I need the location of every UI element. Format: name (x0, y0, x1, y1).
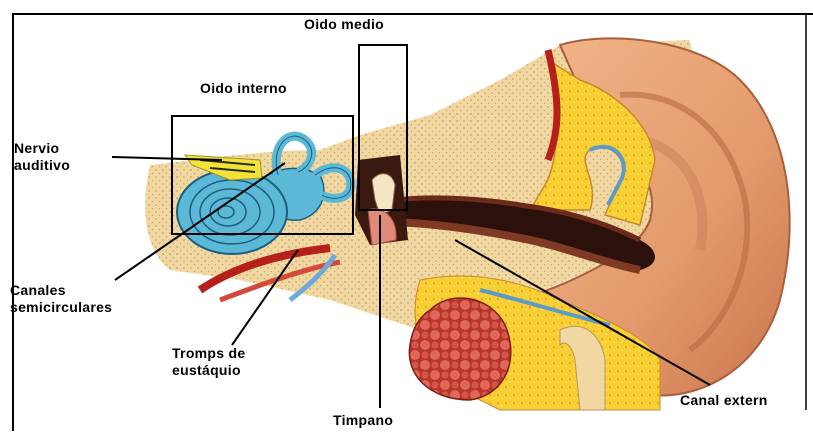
label-canal-externo: Canal extern (680, 392, 768, 409)
label-canales-line-2: semicirculares (10, 299, 112, 316)
label-trompa-line-2: eustáquio (172, 362, 246, 379)
label-nervio-auditivo: Nervio auditivo (14, 140, 70, 174)
label-nervio-line-2: auditivo (14, 157, 70, 174)
label-canales-line-1: Canales (10, 282, 112, 299)
muscle-tissue (409, 298, 510, 400)
label-oido-medio: Oido medio (304, 16, 384, 33)
label-canales-semicirculares: Canales semicirculares (10, 282, 112, 316)
label-timpano: Timpano (333, 412, 393, 429)
label-trompa-eustaquio: Tromps de eustáquio (172, 345, 246, 379)
label-nervio-line-1: Nervio (14, 140, 70, 157)
cochlea (177, 170, 287, 254)
label-trompa-line-1: Tromps de (172, 345, 246, 362)
label-oido-interno: Oido interno (200, 80, 287, 97)
